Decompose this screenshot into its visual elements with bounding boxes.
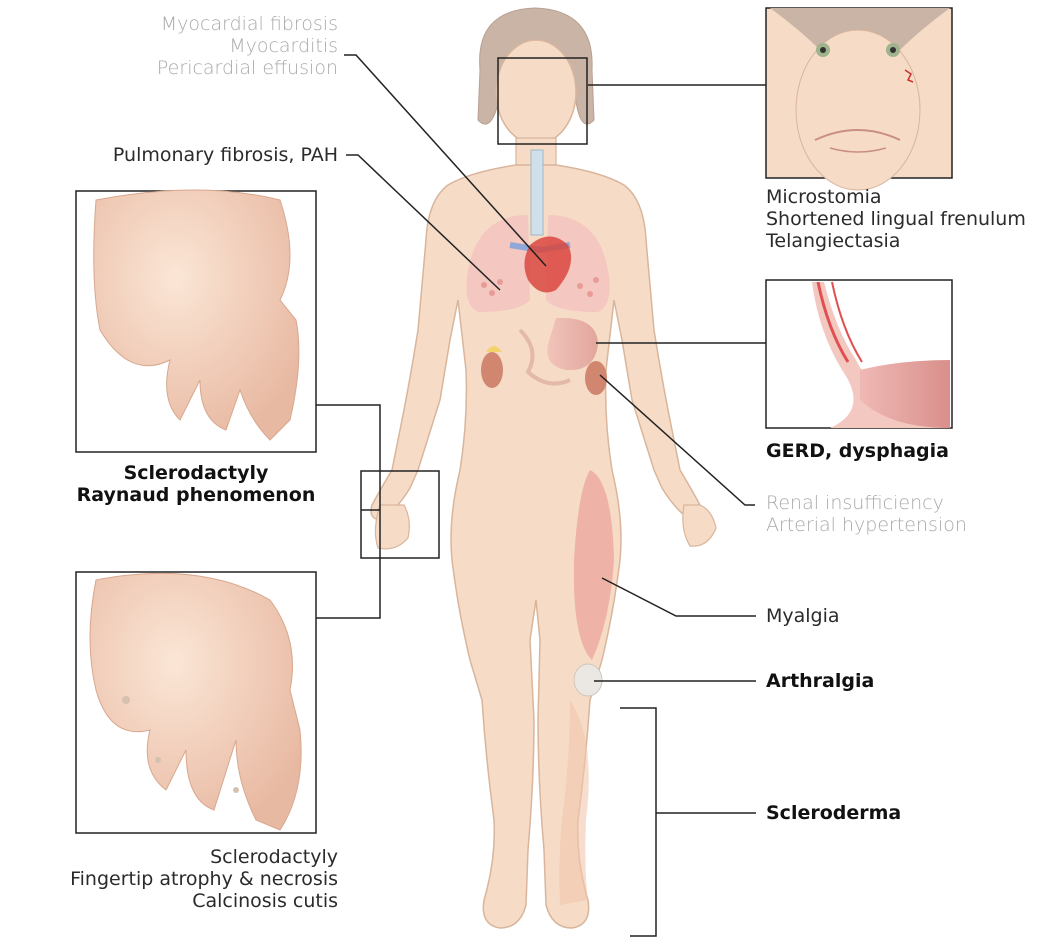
label-hand-bottom: Sclerodactyly Fingertip atrophy & necros… (70, 846, 338, 912)
label-face-1: Microstomia (766, 186, 1026, 208)
right-hand (683, 505, 716, 546)
label-lung: Pulmonary fibrosis, PAH (113, 144, 338, 166)
label-gerd-1: GERD, dysphagia (766, 440, 949, 462)
hand-inset-bottom (76, 572, 316, 833)
label-face-2: Shortened lingual frenulum (766, 208, 1026, 230)
label-renal-1: Renal insufficiency (766, 492, 967, 514)
leader-scleroderma (620, 708, 756, 936)
label-heart: Myocardial fibrosis Myocarditis Pericard… (157, 13, 338, 79)
label-hand-bottom-3: Calcinosis cutis (70, 890, 338, 912)
knee-joint (574, 664, 602, 696)
label-face-3: Telangiectasia (766, 230, 1026, 252)
label-arthralgia-1: Arthralgia (766, 670, 874, 692)
hand-inset-top (76, 190, 316, 452)
label-hand-top-1: Sclerodactyly (76, 462, 316, 484)
face-inset (766, 8, 952, 190)
label-myalgia-1: Myalgia (766, 605, 840, 627)
label-hand-top: Sclerodactyly Raynaud phenomenon (76, 462, 316, 506)
body-figure (371, 8, 716, 928)
label-hand-bottom-2: Fingertip atrophy & necrosis (70, 868, 338, 890)
label-gerd: GERD, dysphagia (766, 440, 949, 462)
gerd-inset (766, 280, 952, 428)
label-arthralgia: Arthralgia (766, 670, 874, 692)
left-kidney (481, 352, 503, 388)
label-renal-2: Arterial hypertension (766, 514, 967, 536)
label-scleroderma-1: Scleroderma (766, 802, 901, 824)
label-hand-top-2: Raynaud phenomenon (76, 484, 316, 506)
label-lung-1: Pulmonary fibrosis, PAH (113, 144, 338, 166)
label-heart-3: Pericardial effusion (157, 57, 338, 79)
label-face: Microstomia Shortened lingual frenulum T… (766, 186, 1026, 252)
trachea (531, 150, 543, 235)
label-heart-2: Myocarditis (157, 35, 338, 57)
label-heart-1: Myocardial fibrosis (157, 13, 338, 35)
leader-myalgia (602, 578, 756, 616)
label-hand-bottom-1: Sclerodactyly (70, 846, 338, 868)
label-scleroderma: Scleroderma (766, 802, 901, 824)
label-renal: Renal insufficiency Arterial hypertensio… (766, 492, 967, 536)
head (496, 40, 576, 144)
label-myalgia: Myalgia (766, 605, 840, 627)
